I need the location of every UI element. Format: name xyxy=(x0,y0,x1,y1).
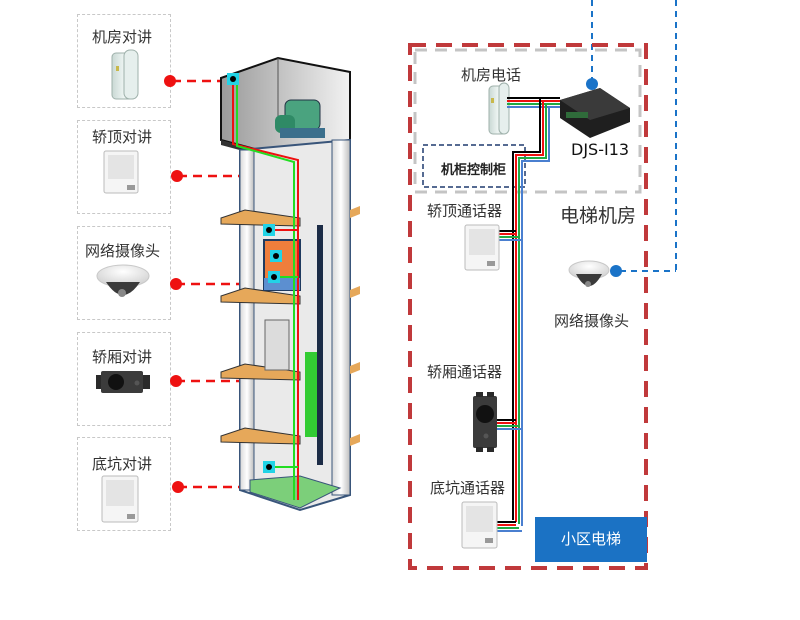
device-label: 轿厢对讲 xyxy=(92,348,153,366)
machine-room-intercom-icon xyxy=(111,49,139,100)
community-elevator-badge-bg xyxy=(535,517,647,562)
elevator-room-label: 电梯机房 xyxy=(560,205,637,227)
device-label: 轿顶对讲 xyxy=(92,128,153,146)
device-box-car-top-intercom xyxy=(77,120,171,214)
device-label: 网络摄像头 xyxy=(85,242,161,260)
elevator-shaft-illustration xyxy=(220,56,360,512)
machine-room-phone-label: 机房电话 xyxy=(461,66,522,84)
device-box-network-camera xyxy=(77,226,171,320)
network-lines xyxy=(591,0,677,272)
connector-dot xyxy=(171,170,183,182)
car-phone-icon xyxy=(473,392,497,452)
pit-intercom-icon xyxy=(101,475,139,523)
connector-dot xyxy=(170,375,182,387)
cabinet-label: 机柜控制柜 xyxy=(441,163,507,178)
network-dot xyxy=(610,265,622,277)
car-phone-label: 轿厢通话器 xyxy=(427,363,503,381)
car-top-phone-label: 轿顶通话器 xyxy=(427,202,503,220)
connector-dot xyxy=(164,75,176,87)
machine-room-boundary xyxy=(413,48,642,194)
network-dot xyxy=(586,78,598,90)
device-box-pit-intercom xyxy=(77,437,171,531)
car-top-phone-icon xyxy=(464,224,500,271)
car-intercom-icon xyxy=(96,371,150,393)
device-label: 底坑对讲 xyxy=(92,455,153,473)
device-model-label: DJS-I13 xyxy=(571,140,630,159)
pit-phone-label: 底坑通话器 xyxy=(430,479,506,497)
community-elevator-badge: 小区电梯 xyxy=(560,530,621,548)
connector-dot xyxy=(170,278,182,290)
network-camera-right-icon xyxy=(568,260,610,287)
trunk-cables xyxy=(492,97,560,532)
community-elevator-boundary xyxy=(408,43,648,570)
camera-label: 网络摄像头 xyxy=(554,312,630,330)
machine-room-phone-icon xyxy=(488,82,510,135)
connector-lines xyxy=(172,79,240,489)
pit-phone-icon xyxy=(461,501,498,549)
cabinet-box xyxy=(422,144,526,188)
djs-i13-device-icon xyxy=(560,88,630,138)
device-label: 机房对讲 xyxy=(92,28,153,46)
device-box-machine-room-intercom xyxy=(77,14,171,108)
connector-dot xyxy=(172,481,184,493)
network-camera-icon xyxy=(96,264,150,297)
car-top-intercom-icon xyxy=(103,150,139,194)
sensor-markers xyxy=(227,73,282,473)
